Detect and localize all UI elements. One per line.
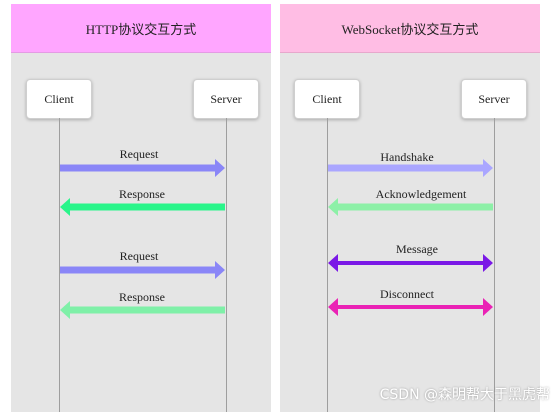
http-server-box: Server xyxy=(193,79,259,119)
csdn-watermark: CSDN @森明帮大于黑虎帮 xyxy=(379,387,550,403)
ws-arrow-4 xyxy=(328,298,493,316)
websocket-panel: WebSocket协议交互方式 Client Server Handshake … xyxy=(280,4,540,412)
http-panel: HTTP协议交互方式 Client Server Request Respons… xyxy=(11,4,271,412)
ws-arrow-shape-2 xyxy=(328,198,493,216)
http-arrow-2 xyxy=(60,198,225,216)
ws-server-lifeline xyxy=(494,118,495,412)
http-msg-label-1: Request xyxy=(119,147,159,161)
http-arrow-shape-4 xyxy=(60,301,225,319)
ws-msg-label-1: Handshake xyxy=(380,150,434,164)
ws-client-lifeline xyxy=(327,118,328,412)
http-arrow-4 xyxy=(60,301,225,319)
ws-arrow-1 xyxy=(328,159,493,177)
http-arrow-3 xyxy=(60,261,225,279)
http-arrow-shape-2 xyxy=(60,198,225,216)
ws-msg-label-3: Message xyxy=(396,242,438,256)
http-arrow-1 xyxy=(60,159,225,177)
ws-message-arrows xyxy=(328,159,493,316)
ws-arrow-shape-3 xyxy=(328,254,493,272)
ws-server-box: Server xyxy=(461,79,527,119)
websocket-panel-title: WebSocket协议交互方式 xyxy=(280,4,540,53)
http-client-box: Client xyxy=(26,79,92,119)
http-msg-label-4: Response xyxy=(119,290,165,304)
ws-arrow-shape-1 xyxy=(328,159,493,177)
ws-arrow-shape-4 xyxy=(328,298,493,316)
http-server-lifeline xyxy=(226,118,227,412)
ws-arrow-2 xyxy=(328,198,493,216)
ws-arrow-3 xyxy=(328,254,493,272)
http-msg-label-3: Request xyxy=(119,249,159,263)
http-panel-title: HTTP协议交互方式 xyxy=(11,4,271,53)
ws-msg-label-4: Disconnect xyxy=(380,287,434,301)
http-arrow-shape-1 xyxy=(60,159,225,177)
http-arrow-shape-3 xyxy=(60,261,225,279)
ws-client-box: Client xyxy=(294,79,360,119)
ws-msg-label-2: Acknowledgement xyxy=(375,187,467,201)
http-client-lifeline xyxy=(59,118,60,412)
http-message-arrows xyxy=(60,159,225,319)
http-msg-label-2: Response xyxy=(119,187,165,201)
